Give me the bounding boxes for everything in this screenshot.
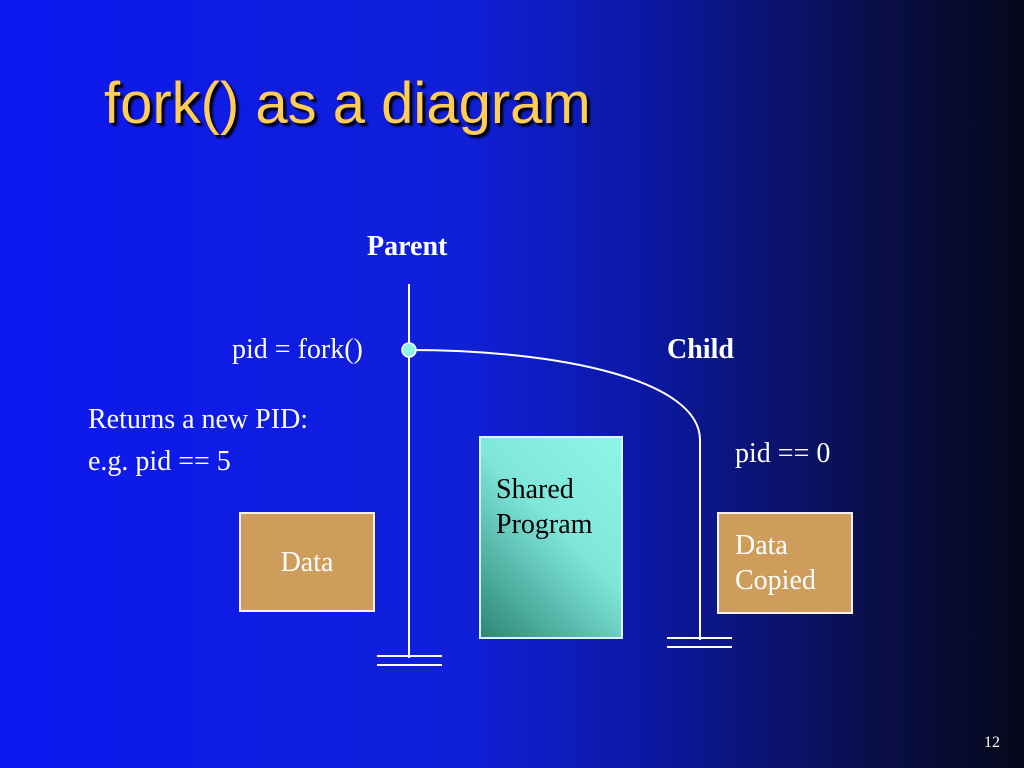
slide-title: fork() as a diagram [104,71,591,136]
parent-return-line1: Returns a new PID: [88,404,309,435]
parent-return-line2: e.g. pid == 5 [88,446,231,477]
fork-call-label: pid = fork() [232,334,363,365]
child-return-label: pid == 0 [735,438,831,469]
parent-label: Parent [367,231,448,262]
shared-program-box: Shared Program [479,436,623,639]
parent-data-box-label: Data [280,546,334,578]
child-data-line1: Data [735,530,788,561]
child-data-line2: Copied [735,565,816,596]
parent-data-box: Data [239,512,375,612]
child-branch-curve [408,349,701,441]
shared-box-line2: Program [496,509,593,540]
shared-box-line1: Shared [496,474,574,505]
fork-point [401,342,417,358]
child-label: Child [667,334,734,365]
page-number: 12 [984,734,1000,751]
child-data-box: Data Copied [717,512,853,614]
